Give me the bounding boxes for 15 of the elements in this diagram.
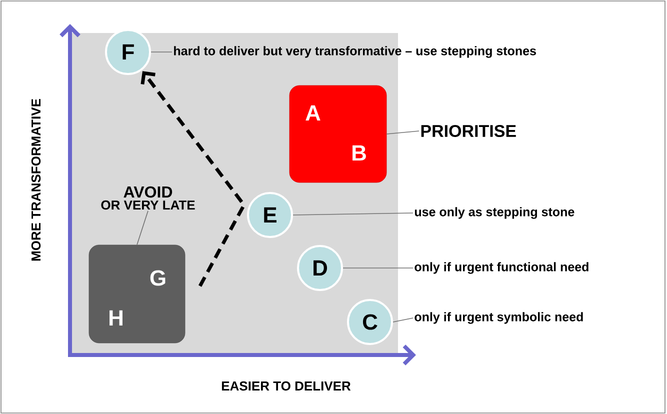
dashed-arrow <box>140 71 246 287</box>
annotation-text: use only as stepping stone <box>414 207 574 219</box>
leader-line <box>386 130 420 134</box>
annotation-text: only if urgent symbolic need <box>414 312 583 324</box>
axis-title: MORE TRANSFORMATIVE <box>31 99 41 261</box>
category-text: PRIORITISE <box>421 124 516 138</box>
avoid-box: G H <box>88 244 186 344</box>
annotation-text: only if urgent functional need <box>414 262 588 274</box>
leader-line <box>392 318 414 322</box>
axis-title: EASIER TO DELIVER <box>222 381 351 391</box>
leader-line <box>292 212 414 216</box>
category-text: AVOID OR VERY LATE <box>101 186 195 210</box>
priority-box: A B <box>289 85 387 183</box>
leader-line <box>136 210 148 246</box>
annotation-text: hard to deliver but very transformative – use stepping stones <box>174 46 536 58</box>
